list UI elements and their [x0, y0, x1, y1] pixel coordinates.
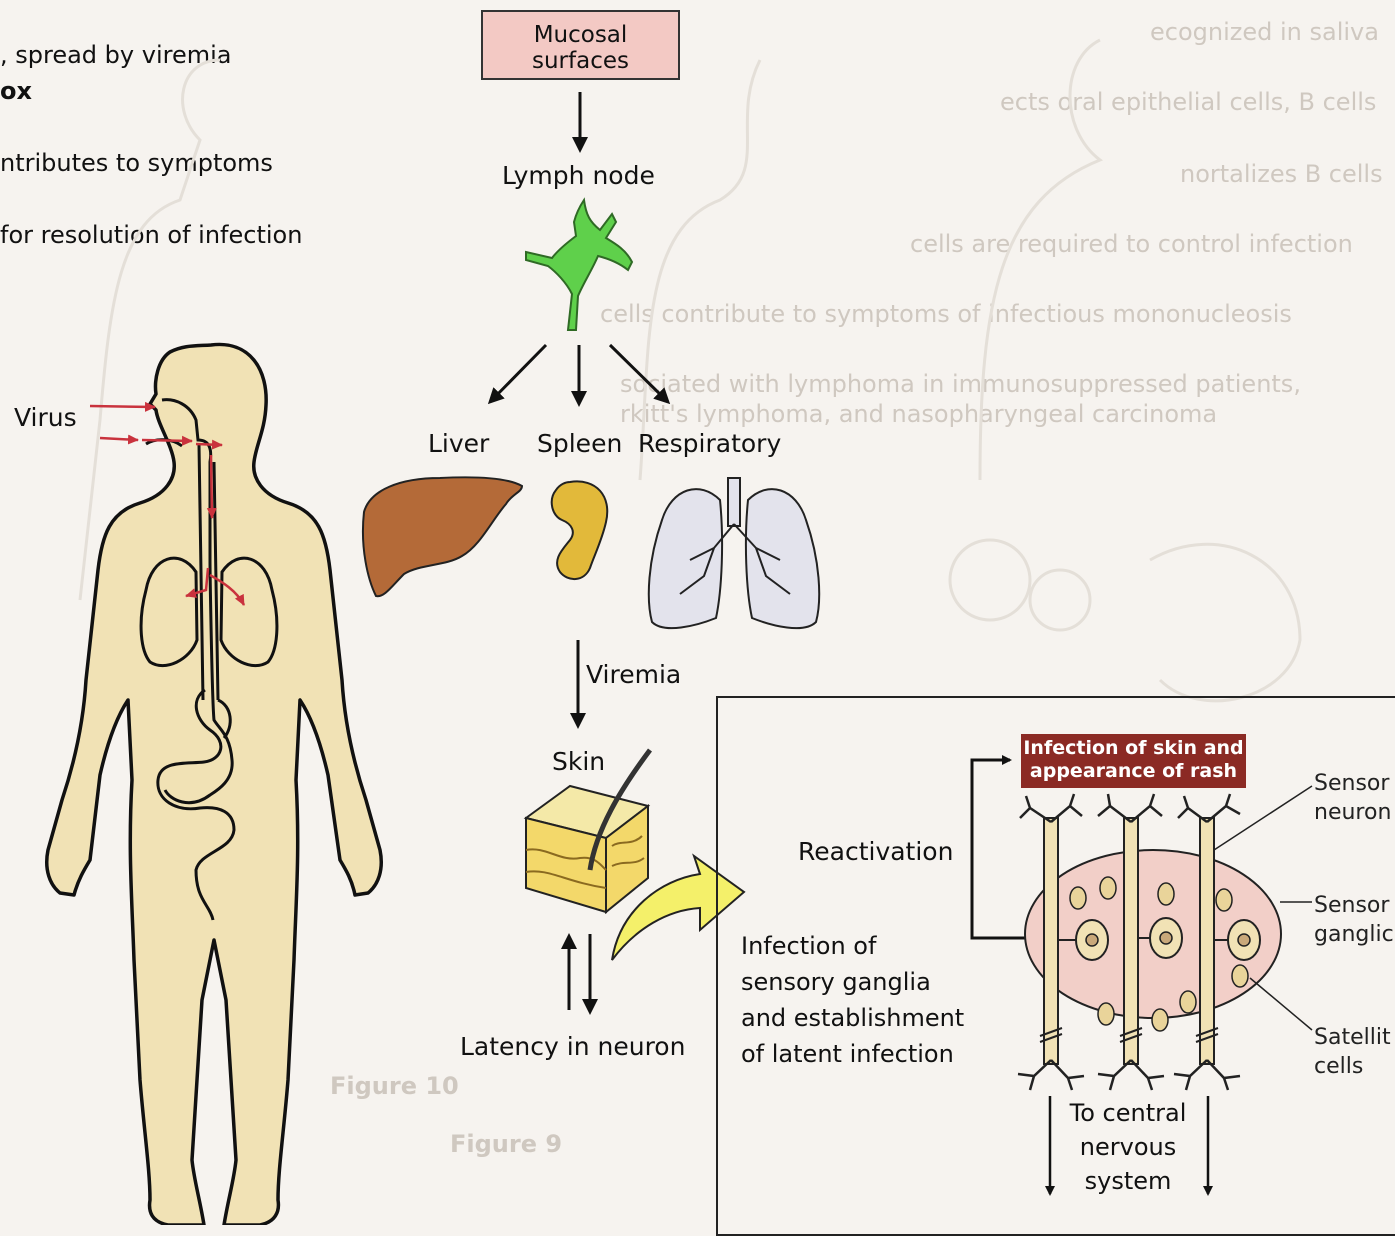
sensory-neuron-label: Sensor neuron [1314, 770, 1391, 827]
liver-label: Liver [428, 430, 489, 459]
latent-infection-line: Infection of [741, 928, 964, 964]
spleen-label: Spleen [537, 430, 622, 459]
skin-label: Skin [552, 748, 605, 777]
cns-label: To central nervous system [1056, 1096, 1200, 1198]
liver-icon [363, 477, 522, 596]
latent-infection-line: and establishment [741, 1000, 964, 1036]
satellite-cells-label: Satellit cells [1314, 1024, 1391, 1081]
sensory-neuron-label-line: neuron [1314, 799, 1391, 828]
mucosal-surfaces-box: Mucosal surfaces [481, 10, 680, 80]
human-body-figure [47, 344, 382, 1225]
satellite-cells-label-line: Satellit [1314, 1024, 1391, 1053]
mucosal-surfaces-label: Mucosal surfaces [483, 22, 678, 74]
latent-infection-text: Infection of sensory ganglia and establi… [741, 928, 964, 1072]
viremia-label: Viremia [586, 661, 681, 690]
lungs-icon [649, 478, 819, 628]
respiratory-label: Respiratory [638, 430, 781, 459]
latency-arrows [569, 934, 590, 1012]
cns-label-line: nervous [1056, 1130, 1200, 1164]
virus-label: Virus [14, 404, 77, 433]
latent-infection-line: sensory ganglia [741, 964, 964, 1000]
spleen-icon [552, 481, 608, 579]
sensory-ganglia-label: Sensor ganglic [1314, 892, 1394, 949]
sensory-ganglia-label-line: Sensor [1314, 892, 1394, 921]
lymph-node-icon [526, 200, 632, 330]
sensory-neuron-label-line: Sensor [1314, 770, 1391, 799]
rash-label-line: Infection of skin and [1021, 737, 1246, 760]
lymph-node-label: Lymph node [502, 162, 655, 191]
cns-label-line: To central [1056, 1096, 1200, 1130]
rash-label-line: appearance of rash [1021, 760, 1246, 783]
latency-label: Latency in neuron [460, 1033, 685, 1062]
satellite-cells-label-line: cells [1314, 1053, 1391, 1082]
latent-infection-line: of latent infection [741, 1036, 964, 1072]
rash-label-box: Infection of skin and appearance of rash [1021, 734, 1246, 788]
reactivation-label: Reactivation [798, 838, 953, 867]
cns-label-line: system [1056, 1164, 1200, 1198]
sensory-ganglia-label-line: ganglic [1314, 921, 1394, 950]
